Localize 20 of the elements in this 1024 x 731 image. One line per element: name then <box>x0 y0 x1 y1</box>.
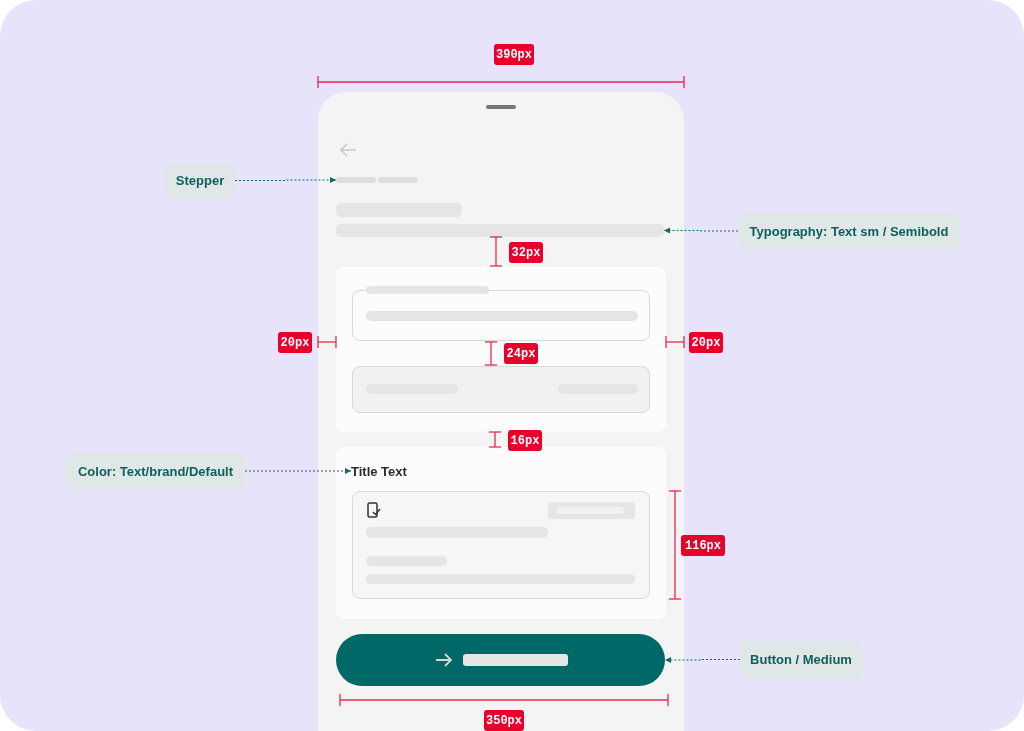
dimension-label: 116px <box>681 535 725 556</box>
dimension-label: 24px <box>504 343 538 364</box>
dimension-label: 32px <box>509 242 543 263</box>
dimension-label: 20px <box>278 332 312 353</box>
callout-label: Button / Medium <box>740 641 862 678</box>
callout-label: Stepper <box>165 163 235 198</box>
dimension-label: 16px <box>508 430 542 451</box>
stepper-bar <box>336 177 418 183</box>
leader-line <box>663 227 739 234</box>
leader-line <box>234 177 337 183</box>
title-text: Title Text <box>351 462 415 480</box>
leader-line <box>664 657 741 663</box>
dimension-label: 350px <box>484 710 524 731</box>
leader-line <box>244 468 352 474</box>
primary-button <box>336 634 665 686</box>
placeholder-bar <box>336 224 664 237</box>
callout-label: Color: Text/brand/Default <box>66 453 245 489</box>
dimension-label: 20px <box>689 332 723 353</box>
dimension-label: 390px <box>494 44 534 65</box>
callout-label: Typography: Text sm / Semibold <box>738 213 960 249</box>
